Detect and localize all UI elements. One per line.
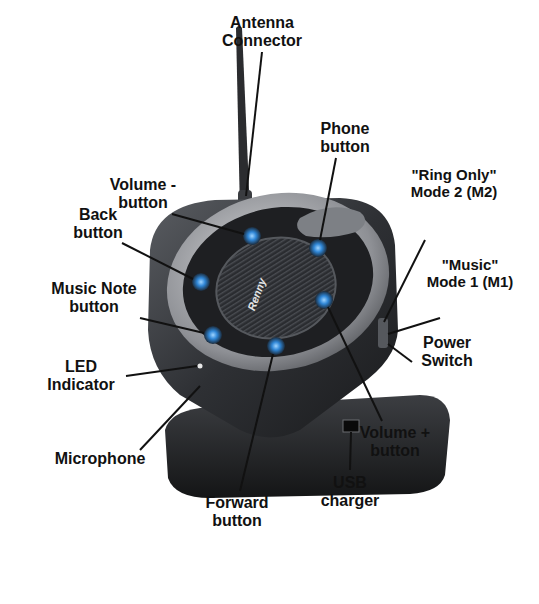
volume-minus-button [243, 227, 261, 245]
part-label: Power Switch [405, 334, 489, 370]
speaker-grill [207, 227, 345, 350]
volume-plus-button [315, 291, 333, 309]
top-surface [150, 173, 406, 392]
part-label: Microphone [40, 450, 160, 468]
part-label: Antenna Connector [212, 14, 312, 50]
top-rim [169, 190, 388, 375]
part-label: USB charger [312, 474, 388, 510]
part-label: LED Indicator [36, 358, 126, 394]
back-button [192, 273, 210, 291]
part-label: Volume + button [348, 424, 442, 460]
phone-key [297, 207, 365, 237]
part-label: "Music" Mode 1 (M1) [422, 256, 518, 290]
led [198, 364, 203, 369]
part-label: Music Note button [42, 280, 146, 316]
part-label: Back button [58, 206, 138, 242]
part-label: Forward button [192, 494, 282, 530]
part-label: Phone button [305, 120, 385, 156]
usb-port [343, 420, 359, 432]
part-label: "Ring Only" Mode 2 (M2) [410, 166, 498, 200]
forward-button [267, 337, 285, 355]
music-note-button [204, 326, 222, 344]
phone-button [309, 239, 327, 257]
mode-switch [378, 318, 388, 348]
